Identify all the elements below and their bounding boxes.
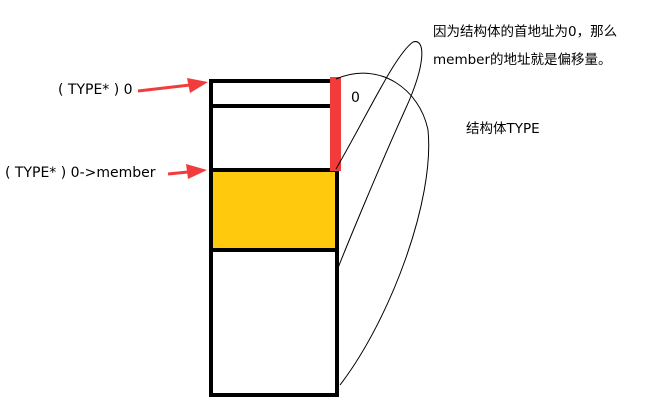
arrow-to-base [137,78,208,93]
type-pointer-member-label: ( TYPE* ) 0->member [5,165,156,181]
struct-brace-curve [335,72,430,386]
member-field [209,168,339,252]
struct-name-label: 结构体TYPE [466,121,540,137]
note-brace-curve [335,41,423,269]
type-pointer-zero-label: ( TYPE* ) 0 [58,82,133,98]
note-line-2: member的地址就是偏移量。 [433,52,612,68]
offset-bar [330,77,341,171]
arrow-to-member [167,164,207,179]
note-line-1: 因为结构体的首地址为0，那么 [433,24,618,40]
offset-zero-label: 0 [351,90,360,106]
